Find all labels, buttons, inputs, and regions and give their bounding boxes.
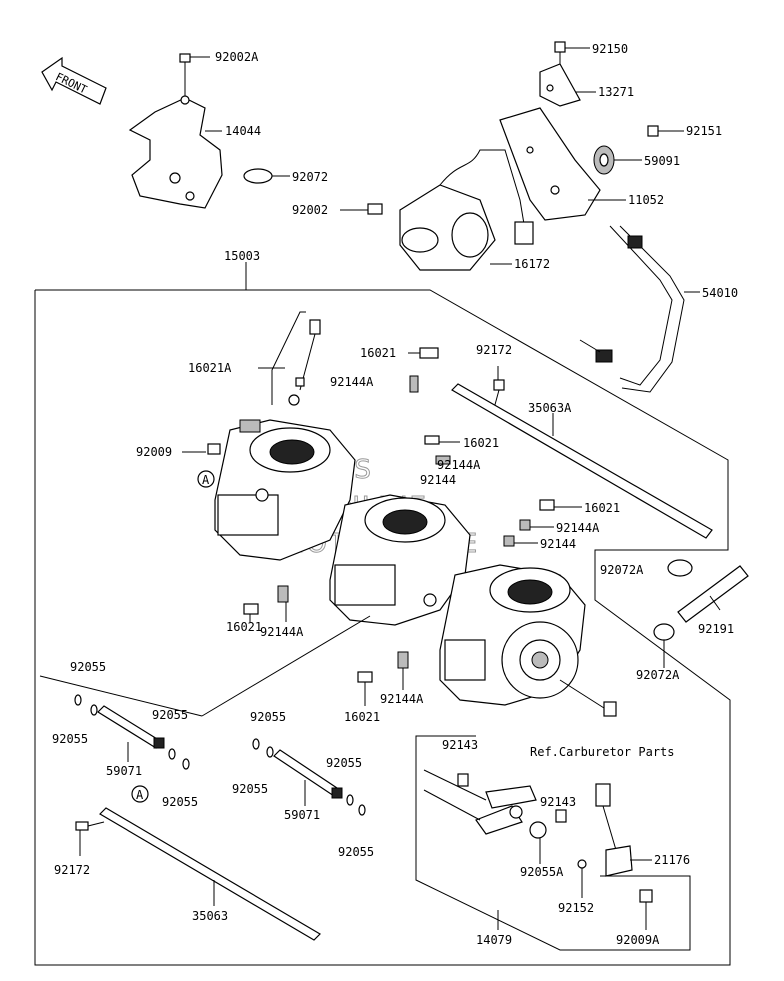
label-92152: 92152 bbox=[558, 901, 594, 915]
label-59071-mid: 59071 bbox=[284, 808, 320, 822]
label-54010: 54010 bbox=[702, 286, 738, 300]
label-92009: 92009 bbox=[136, 445, 172, 459]
label-92191: 92191 bbox=[698, 622, 734, 636]
bolt-ref bbox=[603, 701, 617, 717]
label-92144A-mid: 92144A bbox=[437, 458, 481, 472]
label-92144A-right: 92144A bbox=[556, 521, 600, 535]
label-92172-bottom: 92172 bbox=[54, 863, 90, 877]
label-16021-mid: 16021 bbox=[463, 436, 499, 450]
plate-13271 bbox=[539, 41, 581, 107]
label-92055-a: 92055 bbox=[70, 660, 106, 674]
label-13271: 13271 bbox=[598, 85, 634, 99]
label-92055-d: 92055 bbox=[162, 795, 198, 809]
carburetor-3 bbox=[439, 564, 586, 706]
callout-A-top bbox=[197, 470, 215, 488]
label-16021-top: 16021 bbox=[360, 346, 396, 360]
label-16021-left: 16021 bbox=[226, 620, 262, 634]
label-92009A: 92009A bbox=[616, 933, 660, 947]
label-16172: 16172 bbox=[514, 257, 550, 271]
label-21176: 21176 bbox=[654, 853, 690, 867]
label-92144A-left: 92144A bbox=[260, 625, 304, 639]
link-set-14079 bbox=[415, 735, 691, 951]
label-16021A: 16021A bbox=[188, 361, 232, 375]
label-92172-top: 92172 bbox=[476, 343, 512, 357]
screw-16021-bottom bbox=[357, 671, 373, 683]
link-bar-35063 bbox=[75, 807, 321, 941]
ref-carburetor-parts-note: Ref.Carburetor Parts bbox=[530, 745, 675, 759]
label-92143-a: 92143 bbox=[442, 738, 478, 752]
assembly-frame-15003 bbox=[34, 262, 731, 966]
lever-21176 bbox=[577, 783, 653, 903]
label-59091: 59091 bbox=[644, 154, 680, 168]
spring-92144A-bottom bbox=[397, 651, 409, 669]
label-92072: 92072 bbox=[292, 170, 328, 184]
pilot-screw-set-top bbox=[408, 347, 439, 393]
clip-92072A-bottom bbox=[653, 623, 675, 641]
shaft-59071-mid bbox=[252, 738, 366, 816]
label-92144A-bottom: 92144A bbox=[380, 692, 424, 706]
clip-92072A-top bbox=[667, 559, 693, 577]
callout-A-bottom-letter: A bbox=[136, 788, 144, 802]
callout-A-top-letter: A bbox=[202, 473, 210, 487]
carburetor-1 bbox=[214, 419, 356, 561]
label-92002: 92002 bbox=[292, 203, 328, 217]
label-14079: 14079 bbox=[476, 933, 512, 947]
bracket-14044 bbox=[128, 53, 223, 209]
carburetor-2 bbox=[329, 494, 471, 626]
label-15003: 15003 bbox=[224, 249, 260, 263]
cable-54010 bbox=[579, 225, 685, 393]
label-14044: 14044 bbox=[225, 124, 261, 138]
shaft-59071-left bbox=[74, 694, 190, 770]
spring-92144A-left bbox=[277, 585, 289, 603]
label-92144-right: 92144 bbox=[540, 537, 576, 551]
label-92055-g: 92055 bbox=[326, 756, 362, 770]
label-16021-bottom: 16021 bbox=[344, 710, 380, 724]
link-bar-35063A bbox=[451, 379, 713, 539]
label-92151: 92151 bbox=[686, 124, 722, 138]
label-92055-h: 92055 bbox=[338, 845, 374, 859]
callout-A-bottom bbox=[131, 785, 149, 803]
label-92072A-top: 92072A bbox=[600, 563, 644, 577]
hose-92191 bbox=[677, 565, 749, 623]
label-92055-f: 92055 bbox=[232, 782, 268, 796]
label-92055-b: 92055 bbox=[52, 732, 88, 746]
front-direction-arrow: FRONT bbox=[41, 56, 107, 105]
grommet-59091 bbox=[593, 125, 659, 175]
label-92002A: 92002A bbox=[215, 50, 259, 64]
throttle-sensor-16172 bbox=[399, 149, 534, 271]
label-92072A-bottom: 92072A bbox=[636, 668, 680, 682]
label-92055-e: 92055 bbox=[250, 710, 286, 724]
jet-needle-16021A bbox=[271, 311, 321, 406]
label-35063: 35063 bbox=[192, 909, 228, 923]
label-92055A: 92055A bbox=[520, 865, 564, 879]
label-92144A-top: 92144A bbox=[330, 375, 374, 389]
screw-16021-left bbox=[243, 603, 259, 615]
label-11052: 11052 bbox=[628, 193, 664, 207]
bracket-11052 bbox=[499, 107, 601, 221]
label-92150: 92150 bbox=[592, 42, 628, 56]
label-92144-mid: 92144 bbox=[420, 473, 456, 487]
label-59071-left: 59071 bbox=[106, 764, 142, 778]
clip-92072 bbox=[243, 168, 273, 184]
label-16021-right: 16021 bbox=[584, 501, 620, 515]
label-92055-c: 92055 bbox=[152, 708, 188, 722]
label-35063A: 35063A bbox=[528, 401, 572, 415]
label-92143-b: 92143 bbox=[540, 795, 576, 809]
